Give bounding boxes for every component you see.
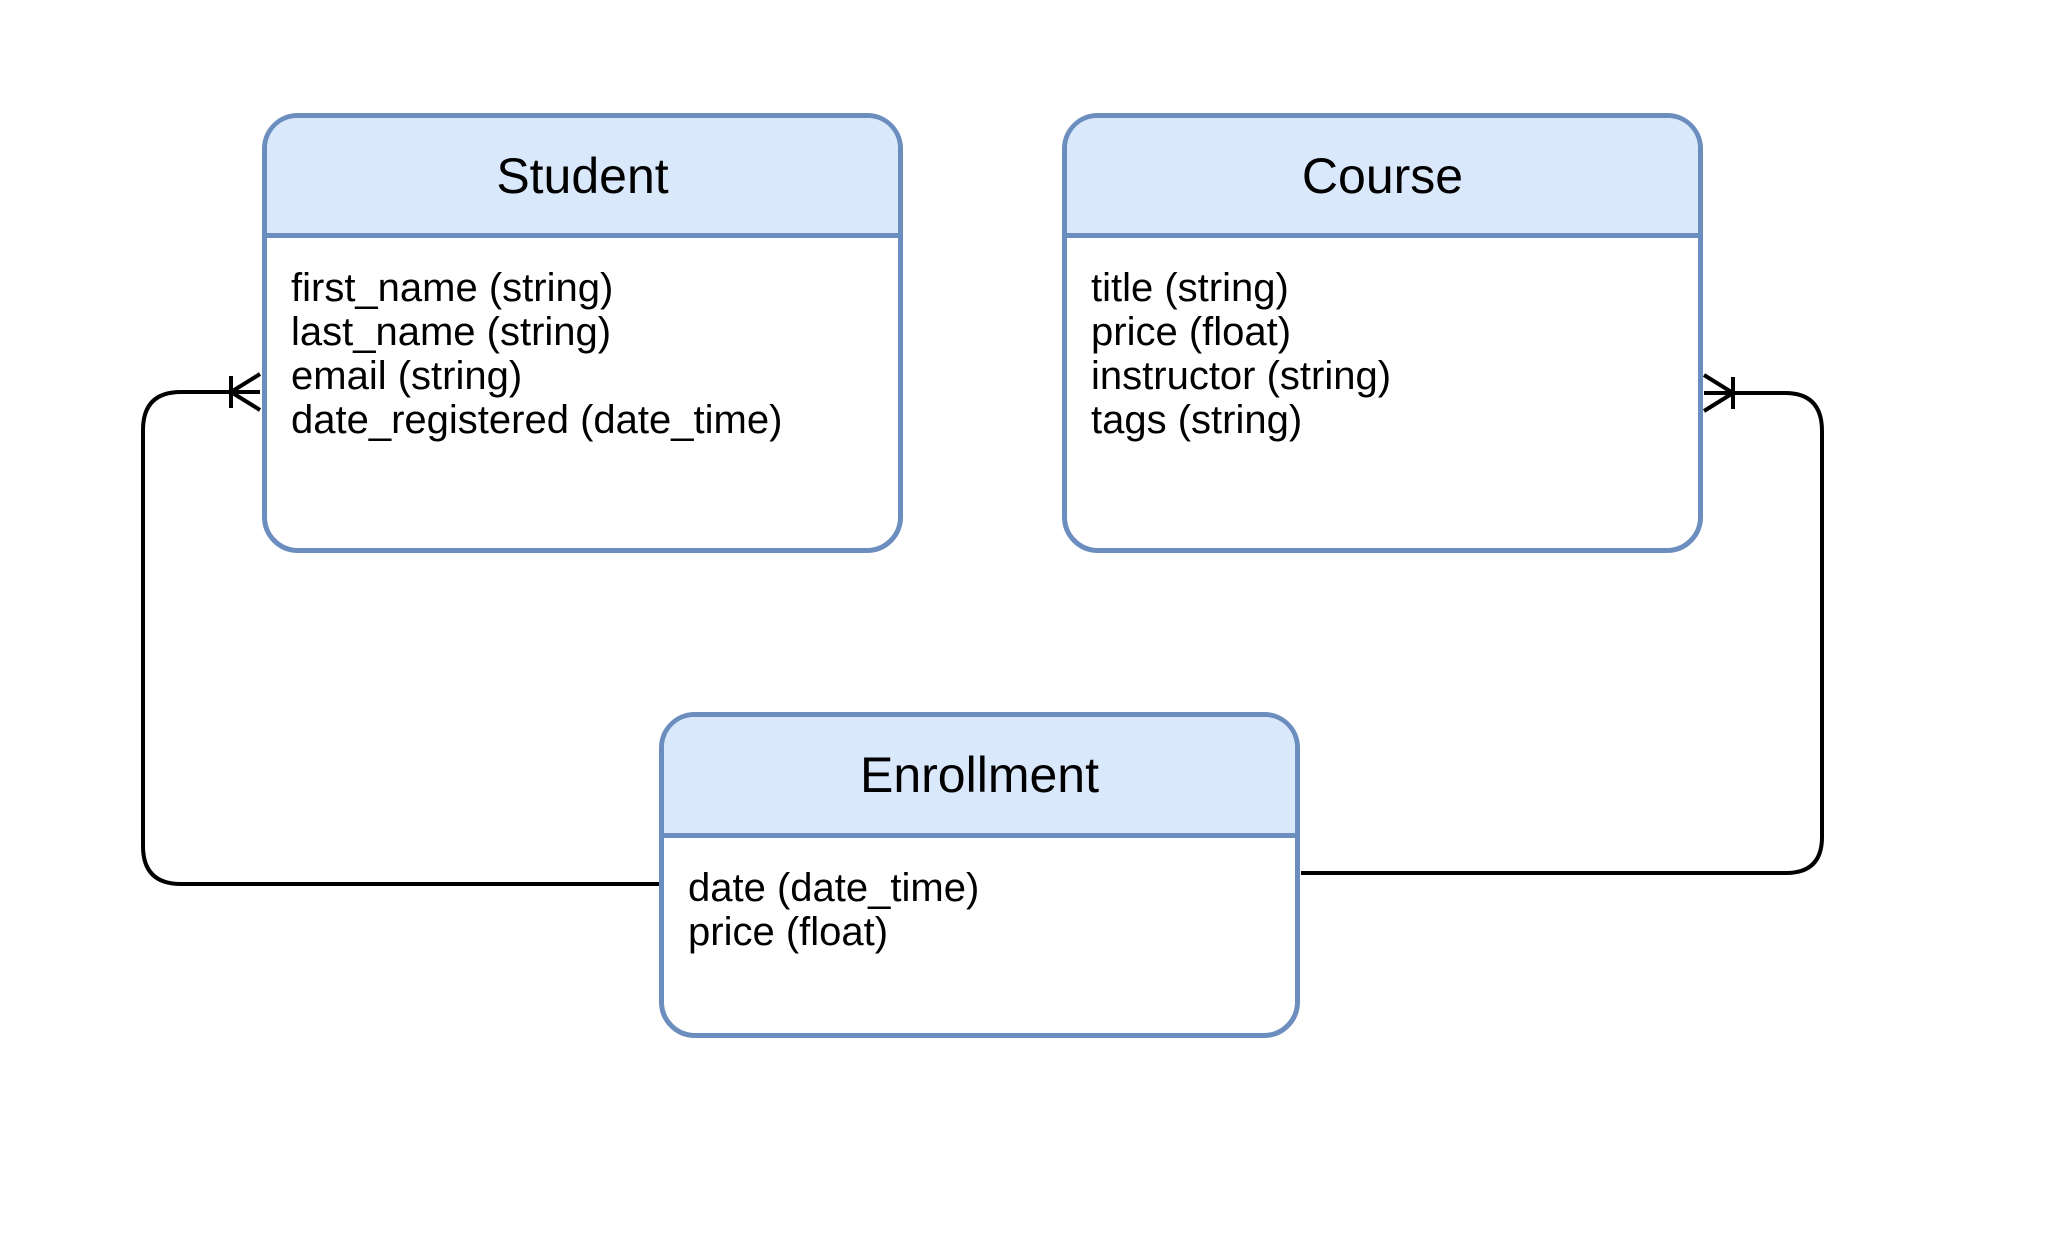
entity-student-fields: first_name (string) last_name (string) e…: [267, 238, 898, 442]
entity-course-field: title (string): [1091, 266, 1289, 310]
entity-student-header: Student: [267, 118, 898, 238]
entity-course-fields: title (string) price (float) instructor …: [1067, 238, 1698, 442]
enrollment-course-connector-line[interactable]: [1301, 391, 1824, 875]
entity-course-field: instructor (string): [1091, 354, 1392, 398]
enrollment-course-connector[interactable]: [1301, 373, 1824, 875]
entity-enrollment-header: Enrollment: [664, 717, 1295, 838]
enrollment-student-connector-line[interactable]: [141, 390, 661, 886]
entity-course-field: tags (string): [1091, 398, 1303, 442]
entity-student-field: first_name (string): [291, 266, 614, 310]
entity-student-field: email (string): [291, 354, 523, 398]
enrollment-student-connector[interactable]: [141, 372, 661, 886]
course-crows-foot-one-or-many-icon: [1702, 373, 1735, 413]
entity-course[interactable]: Course title (string) price (float) inst…: [1062, 113, 1703, 553]
entity-enrollment-title: Enrollment: [860, 747, 1099, 803]
entity-student-title: Student: [496, 147, 669, 204]
entity-course-title: Course: [1301, 147, 1464, 204]
entity-student[interactable]: Student first_name (string) last_name (s…: [262, 113, 903, 553]
entity-enrollment-field: price (float): [688, 910, 889, 954]
entity-enrollment[interactable]: Enrollment date (date_time) price (float…: [659, 712, 1300, 1038]
entity-enrollment-fields: date (date_time) price (float): [664, 838, 1295, 954]
entity-course-field: price (float): [1091, 310, 1292, 354]
entity-student-field: last_name (string): [291, 310, 612, 354]
entity-enrollment-field: date (date_time): [688, 866, 980, 910]
entity-student-field: date_registered (date_time): [291, 398, 783, 442]
student-crows-foot-one-or-many-icon: [229, 372, 262, 412]
entity-course-header: Course: [1067, 118, 1698, 238]
